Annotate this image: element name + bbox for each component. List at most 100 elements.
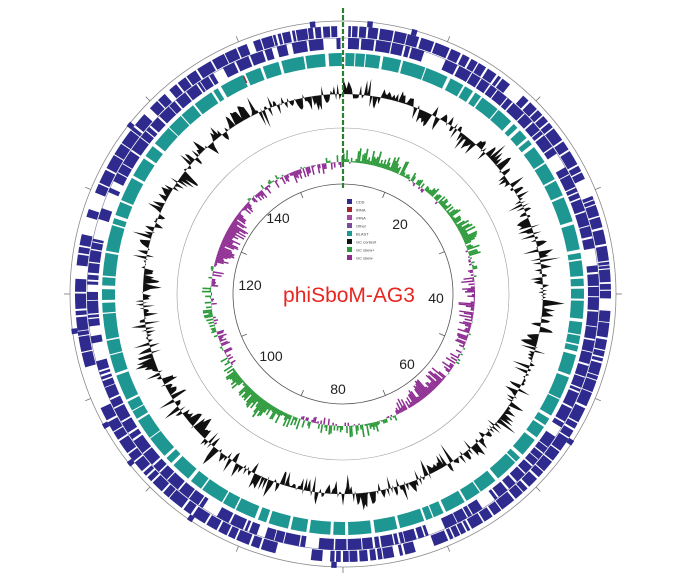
gc-skew-negative — [400, 399, 408, 410]
cds-feature — [540, 122, 553, 135]
cds-feature — [587, 286, 599, 297]
cds-feature — [264, 527, 277, 541]
cds-feature — [77, 330, 90, 336]
inner-tick — [300, 390, 304, 396]
gc-skew-negative — [275, 179, 278, 182]
gc-skew-negative — [211, 292, 213, 294]
gc-skew-negative — [220, 244, 226, 248]
cds-feature-extended — [410, 28, 418, 37]
cds-feature-extended — [126, 458, 135, 467]
gc-skew-negative — [216, 329, 225, 334]
gc-skew-negative — [344, 422, 347, 426]
position-label-40: 40 — [428, 290, 444, 306]
gc-skew-positive — [205, 306, 212, 309]
gc-skew-positive — [270, 405, 275, 411]
blast-hit — [397, 508, 425, 529]
gc-skew-negative — [457, 335, 468, 341]
cds-feature — [128, 447, 143, 462]
position-label-100: 100 — [259, 348, 283, 364]
cds-feature — [158, 93, 173, 109]
gc-skew-negative — [467, 269, 473, 272]
gc-skew-negative — [445, 375, 448, 377]
gc-skew-negative — [470, 301, 475, 304]
outer-tick — [235, 36, 239, 42]
gc-skew-negative — [438, 371, 447, 378]
gc-skew-positive — [471, 264, 474, 267]
gc-skew-negative — [467, 326, 471, 329]
gc-skew-negative — [358, 423, 360, 426]
gc-skew-negative — [445, 368, 450, 373]
cds-feature — [598, 269, 611, 283]
gc-skew-negative — [457, 328, 470, 334]
cds-feature — [347, 538, 362, 550]
legend-label-rrna: rRNA — [356, 216, 366, 221]
cds-feature — [545, 128, 563, 147]
gc-skew-positive — [243, 383, 247, 387]
blast-hit — [154, 127, 178, 152]
gc-skew-positive — [347, 159, 350, 163]
gc-skew-positive — [283, 412, 287, 417]
cds-feature — [291, 30, 297, 42]
cds-feature — [358, 26, 367, 38]
blast-hit — [489, 453, 516, 479]
gc-skew-negative — [426, 381, 435, 391]
cds-feature — [147, 469, 160, 482]
gc-skew-positive — [226, 367, 235, 374]
cds-feature — [81, 350, 96, 368]
gc-skew-negative — [416, 380, 430, 396]
gc-skew-positive — [464, 240, 472, 245]
cds-feature — [517, 459, 532, 474]
cds-feature — [374, 40, 392, 54]
cds-feature — [585, 204, 600, 219]
gc-skew-negative — [211, 278, 216, 281]
gc-skew-positive — [452, 215, 461, 222]
gc-skew-positive — [462, 232, 478, 241]
legend-label-trna: tRNA — [356, 208, 366, 213]
legend-swatch-gc-content — [347, 239, 352, 244]
gc-skew-negative — [236, 215, 246, 223]
gc-skew-positive — [205, 295, 212, 298]
gc-skew-positive — [306, 421, 310, 426]
gc-skew-negative — [463, 277, 475, 280]
cds-feature — [478, 507, 493, 522]
cds-feature — [467, 499, 483, 515]
gc-skew-positive — [352, 161, 354, 163]
gc-skew-positive — [251, 399, 266, 418]
cds-feature — [594, 338, 608, 350]
blast-hit — [102, 289, 116, 301]
blast-hit-track — [102, 53, 585, 535]
gc-skew-positive — [437, 196, 446, 204]
outer-tick — [535, 486, 541, 492]
gc-skew-positive — [441, 200, 449, 207]
cds-feature — [295, 28, 309, 42]
cds-feature — [555, 403, 572, 422]
gc-skew-negative — [333, 162, 336, 168]
cds-feature — [88, 318, 100, 327]
gc-skew-negative — [467, 295, 475, 298]
gc-skew-negative — [225, 232, 239, 240]
gc-skew-positive — [374, 156, 379, 167]
gc-skew-positive — [376, 151, 382, 167]
gc-skew-negative — [406, 397, 413, 407]
gc-skew-negative — [462, 287, 475, 290]
gc-skew-negative — [339, 162, 342, 168]
gc-skew-negative — [220, 340, 228, 345]
gc-skew-positive — [411, 176, 417, 183]
gc-skew-positive — [303, 166, 306, 168]
gc-skew-negative — [314, 416, 317, 424]
gc-skew-negative — [458, 353, 461, 356]
cds-feature — [250, 535, 263, 549]
gc-skew-positive — [458, 223, 473, 233]
gc-skew-negative — [222, 238, 233, 245]
outer-tick — [85, 398, 91, 402]
blast-hit — [109, 352, 128, 374]
cds-feature — [143, 447, 161, 465]
gc-skew-negative — [216, 253, 231, 259]
gc-skew-positive — [418, 179, 424, 187]
blast-hit — [490, 109, 512, 131]
outer-tick — [447, 36, 451, 42]
gc-skew-positive — [300, 166, 303, 169]
cds-feature — [117, 164, 132, 178]
gc-skew-positive — [232, 366, 234, 368]
cds-feature — [599, 283, 611, 290]
